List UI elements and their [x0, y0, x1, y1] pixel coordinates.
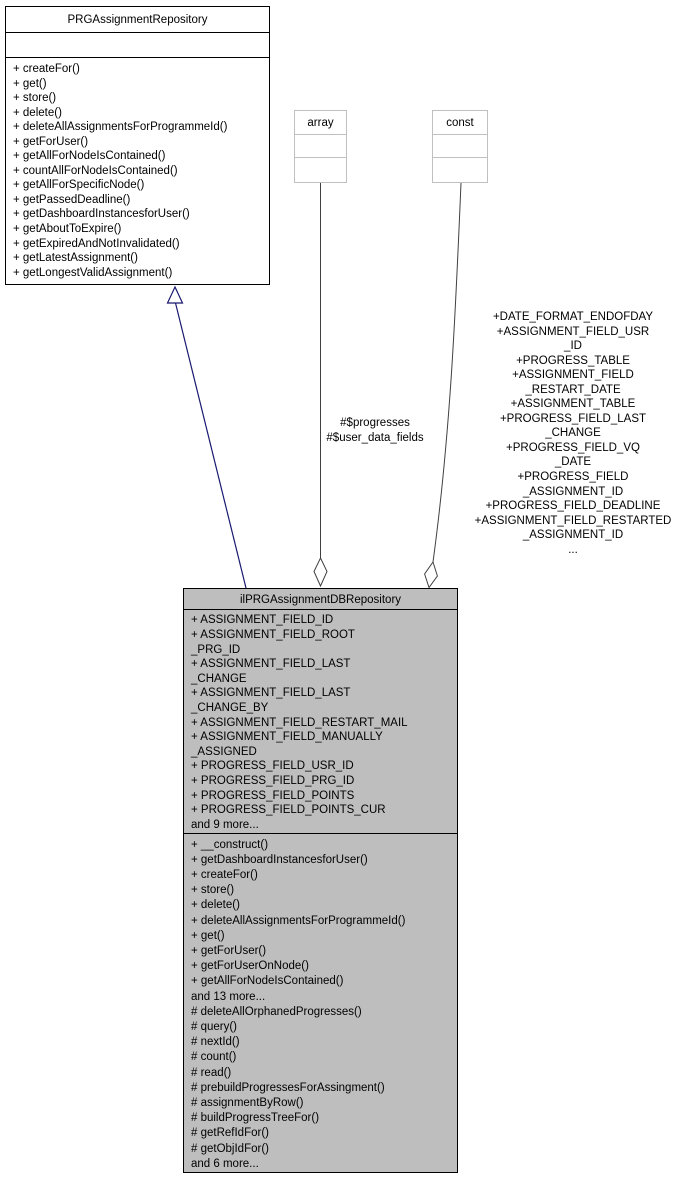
type-title: const	[433, 111, 487, 135]
type-node-array[interactable]: array	[294, 110, 347, 183]
class-fields-section: + ASSIGNMENT_FIELD_ID + ASSIGNMENT_FIELD…	[184, 610, 457, 834]
inheritance-arrowhead-icon	[166, 285, 184, 304]
class-methods-section: + createFor() + get() + store() + delete…	[13, 63, 228, 279]
array-aggregation-diamond-icon	[313, 556, 328, 588]
class-methods-section: + __construct() + getDashboardInstancesf…	[191, 838, 406, 1170]
class-title: ilPRGAssignmentDBRepository	[184, 589, 457, 611]
type-attributes-section-empty	[295, 135, 346, 158]
const-edge-label: +DATE_FORMAT_ENDOFDAY +ASSIGNMENT_FIELD_…	[474, 311, 672, 556]
class-node-ilprgassignmentdbrepository[interactable]: ilPRGAssignmentDBRepository + ASSIGNMENT…	[183, 588, 458, 1173]
type-methods-section-empty	[295, 158, 346, 182]
array-edge-label: #$progresses #$user_data_fields	[326, 417, 424, 444]
class-node-prgassignmentrepository[interactable]: PRGAssignmentRepository + createFor() + …	[5, 6, 270, 285]
class-title: PRGAssignmentRepository	[6, 7, 269, 33]
type-node-const[interactable]: const	[432, 110, 488, 183]
inheritance-edge-line	[174, 302, 247, 589]
type-attributes-section-empty	[433, 135, 487, 158]
const-aggregation-diamond-icon	[424, 560, 438, 589]
type-methods-section-empty	[433, 158, 487, 182]
type-title: array	[295, 111, 346, 135]
const-aggregation-edge-line	[432, 182, 462, 563]
class-attributes-section-empty	[6, 33, 269, 58]
